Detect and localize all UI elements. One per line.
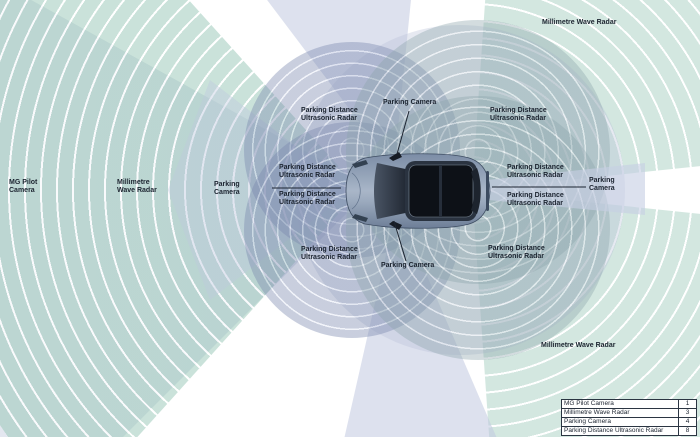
car-sunroof-divider (439, 165, 442, 217)
label-ultrasonic-top-right: Parking Distance Ultrasonic Radar (490, 107, 547, 123)
legend-label: MG Pilot Camera (561, 399, 679, 409)
legend-count: 3 (678, 408, 697, 418)
label-parking-camera-right: Parking Camera (589, 177, 615, 193)
legend-count: 4 (678, 417, 697, 427)
legend-count: 8 (678, 426, 697, 436)
car-bumper-crease (351, 172, 361, 210)
label-ultrasonic-bottom-left: Parking Distance Ultrasonic Radar (301, 246, 358, 262)
legend-count: 1 (678, 399, 697, 409)
label-parking-camera-left: Parking Camera (214, 181, 240, 197)
label-ultrasonic-top-left: Parking Distance Ultrasonic Radar (301, 107, 358, 123)
legend-label: Parking Camera (561, 417, 679, 427)
label-millimetre-wave-bottom: Millimetre Wave Radar (541, 342, 616, 349)
label-ultrasonic-mid-left-lower: Parking Distance Ultrasonic Radar (279, 191, 336, 207)
leader-line-top-camera (396, 110, 410, 155)
legend-row: Millimetre Wave Radar 3 (561, 408, 697, 418)
car-mirror-top (389, 152, 402, 161)
legend-row: Parking Distance Ultrasonic Radar 8 (561, 426, 697, 436)
car-rear-window (471, 168, 481, 214)
legend-label: Parking Distance Ultrasonic Radar (561, 426, 679, 436)
sensor-legend-table: MG Pilot Camera 1 Millimetre Wave Radar … (561, 399, 697, 436)
car-top-view (345, 152, 491, 230)
label-ultrasonic-bottom-right: Parking Distance Ultrasonic Radar (488, 245, 545, 261)
car-headlight-bottom (352, 214, 368, 222)
label-ultrasonic-mid-left-upper: Parking Distance Ultrasonic Radar (279, 164, 336, 180)
label-mg-pilot-camera: MG Pilot Camera (9, 179, 38, 195)
car-windshield (374, 163, 415, 219)
legend-row: Parking Camera 4 (561, 417, 697, 427)
label-parking-camera-top: Parking Camera (383, 99, 437, 106)
legend-label: Millimetre Wave Radar (561, 408, 679, 418)
car-headlight-top (352, 160, 368, 168)
label-millimetre-wave-top: Millimetre Wave Radar (542, 19, 617, 26)
car-spoiler (486, 171, 489, 211)
label-parking-camera-bottom: Parking Camera (381, 262, 435, 269)
legend-row: MG Pilot Camera 1 (561, 399, 697, 409)
label-ultrasonic-mid-right-lower: Parking Distance Ultrasonic Radar (507, 192, 564, 208)
label-millimetre-wave-left: Millimetre Wave Radar (117, 179, 157, 195)
label-ultrasonic-mid-right-upper: Parking Distance Ultrasonic Radar (507, 164, 564, 180)
